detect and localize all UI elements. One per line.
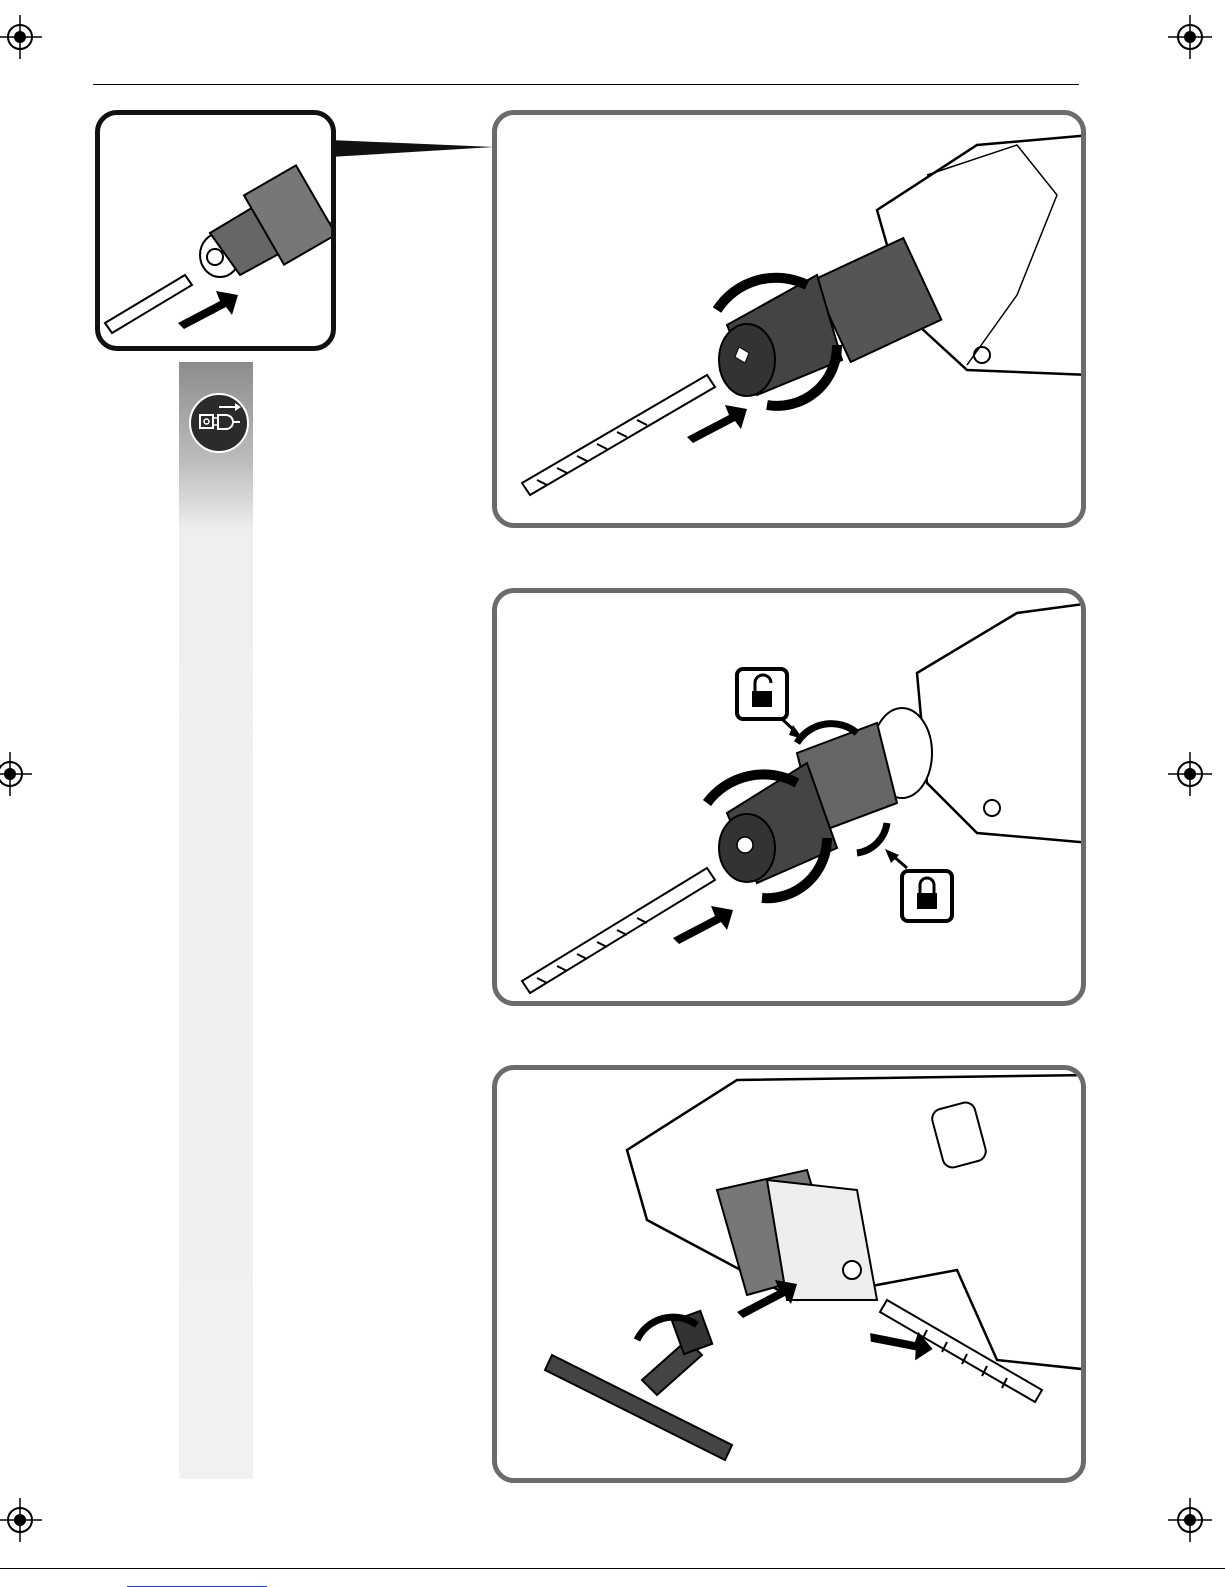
callout-connector [330,135,500,175]
panel-keyless-chuck-lock-unlock [492,588,1086,1006]
footer-rule [0,1568,1225,1569]
panel-keyless-chuck-insert-bit [492,110,1086,528]
inset-detail [95,110,336,351]
unlock-icon [737,669,787,719]
registration-mark-top-left [0,15,42,59]
registration-mark-mid-left [0,752,32,796]
header-rule [93,84,1079,85]
lock-icon [902,871,952,921]
registration-mark-bottom-left [0,1498,42,1542]
registration-mark-bottom-right [1168,1498,1212,1542]
sidebar-strip [179,362,253,1479]
illustration-panel-1 [497,115,1086,528]
illustration-panel-3 [497,1070,1086,1483]
registration-mark-mid-right [1168,752,1212,796]
unplug-icon [189,393,249,453]
panel-key-chuck-insert-bit [492,1065,1086,1483]
illustration-panel-2 [497,593,1086,1006]
registration-mark-top-right [1168,15,1212,59]
